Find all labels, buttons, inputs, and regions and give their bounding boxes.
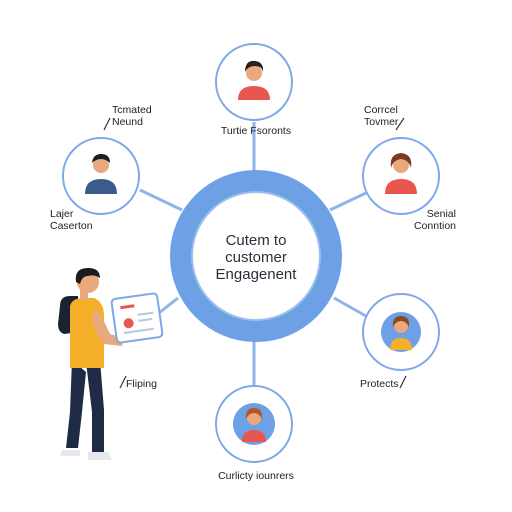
node-top-label: Turtie Fsoronts	[221, 125, 291, 137]
node-top-label-line-1: Turtie Fsoronts	[220, 125, 292, 137]
hub-line-2: customer	[225, 249, 287, 266]
connector-upper-left	[139, 188, 183, 212]
label-upper-right-line-2: Conntion	[413, 220, 456, 232]
person-avatar-icon	[85, 154, 117, 194]
connector-lower-right	[333, 296, 367, 318]
hub-title: Cutem to customer Engagenent	[196, 232, 316, 283]
callout-tick-upper-left	[103, 117, 111, 131]
callout-tick-lower-right	[399, 375, 407, 389]
label-lower-right-line-1: Protects	[360, 378, 399, 390]
label-upper-right-line-1: Senial	[426, 208, 456, 220]
node-upper-right-callout: Corrcel Tovmer	[364, 104, 398, 128]
tablet-icon	[110, 292, 164, 344]
hub-line-3: Engagenent	[215, 266, 297, 283]
node-upper-right-label: Senial Conntion	[400, 208, 456, 232]
node-upper-right	[362, 137, 440, 215]
node-bottom	[215, 385, 293, 463]
person-avatar-icon	[242, 408, 266, 442]
hub-line-1: Cutem to	[225, 232, 287, 249]
connector-upper-right	[329, 190, 369, 212]
label-upper-left-line-1: Lajer	[50, 208, 74, 220]
node-upper-left-callout: Tcmated Neund	[112, 104, 152, 128]
node-upper-left	[62, 137, 140, 215]
callout-upper-right-line-1: Corrcel	[364, 104, 398, 116]
hub-ring	[170, 170, 342, 342]
label-upper-left-line-2: Caserton	[50, 220, 93, 232]
person-avatar-icon	[385, 153, 417, 194]
callout-upper-left-line-2: Neund	[112, 116, 143, 128]
node-lower-right-label: Protects	[360, 378, 399, 390]
person-with-tablet	[58, 268, 164, 460]
callout-upper-right-line-2: Tovmer	[364, 116, 399, 128]
node-lower-right	[362, 293, 440, 371]
node-bottom-label: Curlicty iounrers	[218, 470, 294, 482]
person-avatar-icon	[390, 316, 412, 350]
person-avatar-icon	[238, 60, 270, 100]
node-upper-left-label: Lajer Caserton	[50, 208, 93, 232]
label-bottom-line-1: Curlicty iounrers	[218, 470, 294, 482]
callout-upper-left-line-1: Tcmated	[112, 104, 152, 116]
callout-tick-upper-right	[395, 117, 405, 131]
person-label: Fliping	[126, 378, 157, 390]
node-top	[215, 43, 293, 121]
callout-tick-left-person	[119, 375, 127, 389]
connector-lines	[139, 122, 369, 386]
label-person-line-1: Fliping	[126, 378, 157, 390]
